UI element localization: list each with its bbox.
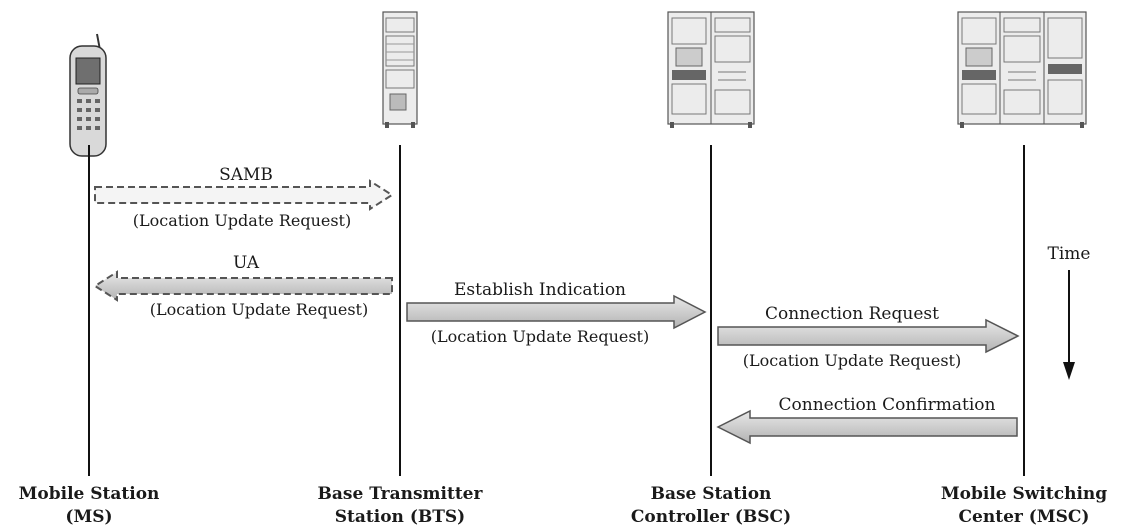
entity-bsc-name: Base Station <box>651 484 772 504</box>
entity-ms-abbr: (MS) <box>65 507 112 527</box>
ua-arrow <box>93 270 393 302</box>
samb-label: SAMB <box>219 165 273 185</box>
entity-bts-abbr: Station (BTS) <box>335 507 465 527</box>
connection-request-label: Connection Request <box>765 304 939 324</box>
entity-msc-name: Mobile Switching <box>941 484 1107 504</box>
time-label: Time <box>1048 244 1091 264</box>
connection-request-sublabel: (Location Update Request) <box>743 351 961 370</box>
establish-indication-label: Establish Indication <box>454 280 626 300</box>
mobile-phone-icon <box>69 33 107 157</box>
entity-ms-name: Mobile Station <box>19 484 160 504</box>
entity-bts-name: Base Transmitter <box>318 484 484 504</box>
msc-cabinet-icon <box>957 11 1087 128</box>
connection-request-arrow <box>717 318 1020 354</box>
entity-bsc-abbr: Controller (BSC) <box>631 507 791 527</box>
connection-confirmation-arrow <box>716 409 1018 445</box>
bts-cabinet-icon <box>382 11 418 128</box>
connection-confirmation-label: Connection Confirmation <box>779 395 996 415</box>
ua-sublabel: (Location Update Request) <box>150 300 368 319</box>
samb-sublabel: (Location Update Request) <box>133 211 351 230</box>
establish-indication-arrow <box>406 294 707 330</box>
time-arrow-head <box>1063 362 1075 380</box>
entity-msc-abbr: Center (MSC) <box>959 507 1090 527</box>
ua-label: UA <box>233 253 260 273</box>
samb-arrow <box>94 179 394 211</box>
bsc-cabinet-icon <box>667 11 755 128</box>
establish-indication-sublabel: (Location Update Request) <box>431 327 649 346</box>
